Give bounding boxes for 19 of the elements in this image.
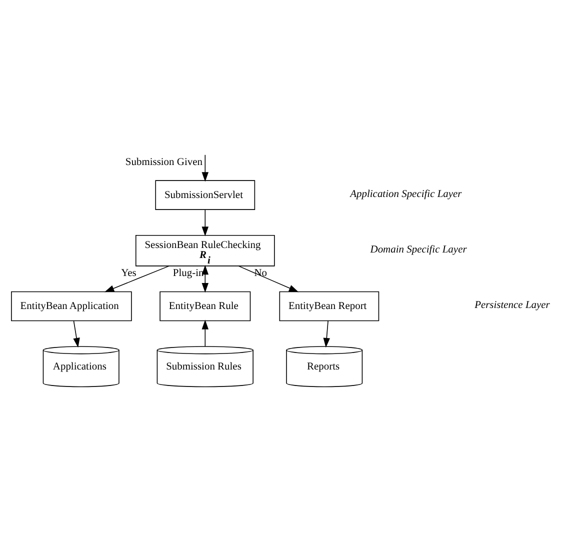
arrow xyxy=(73,320,80,348)
arrow xyxy=(238,265,299,292)
node-box: EntityBean Report xyxy=(279,290,380,321)
arrow xyxy=(104,265,170,292)
arrow xyxy=(202,208,209,236)
edge-label: Plug-in xyxy=(172,268,204,279)
node-box: EntityBean Application xyxy=(11,290,132,321)
node-box: EntityBean Rule xyxy=(160,290,251,321)
edge-label: Submission Given xyxy=(125,156,202,168)
arrow xyxy=(323,320,330,348)
label: Domain Specific Layer xyxy=(370,244,467,256)
edge-label: Yes xyxy=(121,267,136,278)
arrow xyxy=(202,319,209,346)
label: Application Specific Layer xyxy=(350,188,462,200)
arrow xyxy=(202,154,209,182)
node-box: SubmissionServlet xyxy=(155,180,256,210)
label: Persistence Layer xyxy=(474,300,550,311)
arrow xyxy=(202,264,209,292)
edge-label: No xyxy=(254,267,268,278)
